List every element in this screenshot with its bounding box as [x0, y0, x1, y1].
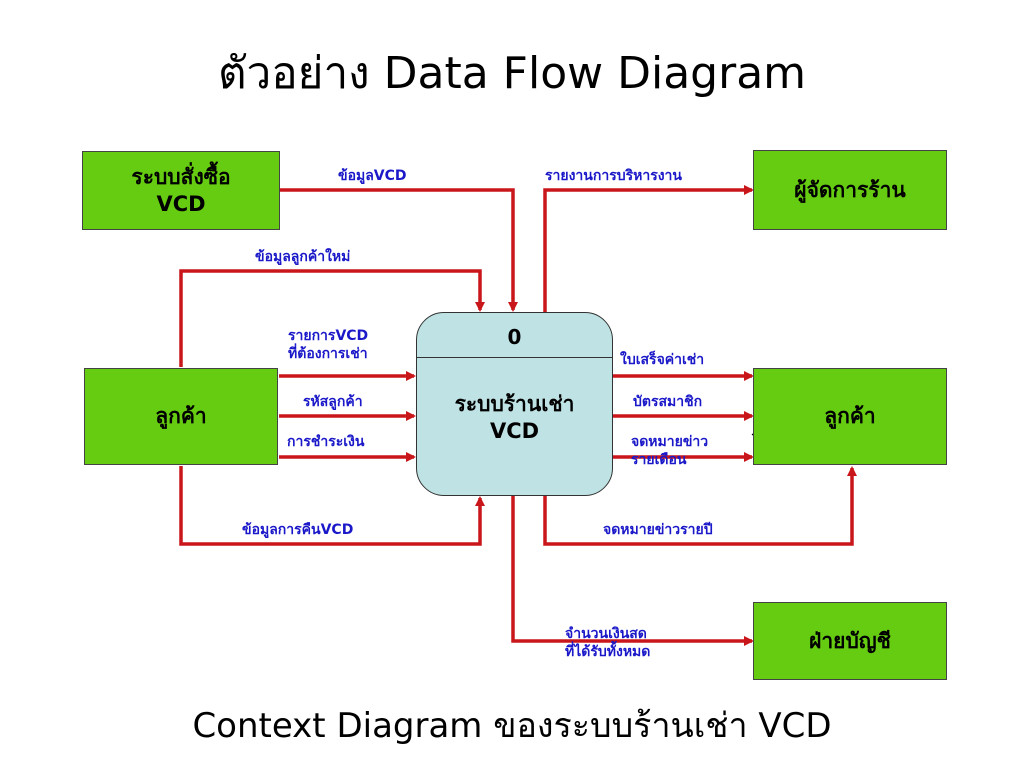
flow-line-management-report — [543, 185, 754, 312]
process-divider — [417, 357, 612, 358]
process-name-line1: ระบบร้านเช่า — [454, 392, 575, 416]
process-id: 0 — [507, 325, 522, 349]
entity-customer-left: ลูกค้า — [84, 368, 278, 465]
flow-label-monthly-news-line1: จดหมายข่าว — [631, 434, 709, 450]
flow-line-vcd-info — [280, 188, 518, 312]
entity-manager-label: ผู้จัดการร้าน — [794, 177, 906, 202]
flow-label-wanted-vcd: รายการVCD ที่ต้องการเช่า — [288, 328, 368, 363]
entity-customer-right-label: ลูกค้า — [824, 404, 876, 429]
entity-order-system: ระบบสั่งซื้อ VCD — [82, 151, 280, 230]
page-title: ตัวอย่าง Data Flow Diagram — [217, 48, 807, 99]
flow-label-customer-code: รหัสลูกค้า — [303, 394, 363, 410]
flow-line-new-customer-info — [179, 269, 485, 367]
entity-accounting-label: ฝ่ายบัญชี — [809, 628, 891, 653]
flow-label-yearly-newsletter: จดหมายข่าวรายปี — [603, 522, 713, 538]
flow-label-total-cash-line1: จำนวนเงินสด — [565, 626, 647, 642]
page-caption: Context Diagram ของระบบร้านเช่า VCD — [192, 706, 832, 746]
process-rental-system: 0 ระบบร้านเช่า VCD — [416, 312, 613, 496]
entity-order-system-line2: VCD — [156, 191, 206, 216]
flow-line-return-vcd-info — [179, 466, 485, 546]
entity-order-system-line1: ระบบสั่งซื้อ — [131, 165, 231, 190]
flow-label-monthly-news-line2: รายเดือน — [631, 451, 687, 468]
entity-customer-right: ลูกค้า — [753, 368, 947, 465]
flow-label-return-vcd-info: ข้อมูลการคืนVCD — [242, 522, 354, 538]
entity-accounting: ฝ่ายบัญชี — [753, 602, 947, 680]
entity-customer-left-label: ลูกค้า — [155, 404, 207, 429]
flow-label-new-customer-info: ข้อมูลลูกค้าใหม่ — [255, 249, 351, 265]
flow-label-monthly-news: จดหมายข่าว รายเดือน — [631, 434, 708, 469]
entity-manager: ผู้จัดการร้าน — [753, 150, 947, 230]
flow-label-rental-receipt: ใบเสร็จค่าเช่า — [620, 352, 705, 368]
flow-line-total-cash — [511, 496, 754, 646]
flow-label-vcd-info: ข้อมูลVCD — [338, 168, 407, 184]
flow-label-total-cash-line2: ที่ได้รับทั้งหมด — [565, 643, 651, 660]
flow-label-payment: การชำระเงิน — [287, 434, 365, 450]
flow-label-total-cash: จำนวนเงินสด ที่ได้รับทั้งหมด — [565, 626, 650, 661]
flow-label-management-report: รายงานการบริหารงาน — [545, 168, 682, 184]
process-name-line2: VCD — [489, 419, 540, 444]
flow-line-yearly-newsletter — [543, 466, 857, 546]
flow-label-member-card: บัตรสมาชิก — [633, 394, 703, 410]
flow-label-wanted-vcd-line1: รายการVCD — [288, 328, 369, 344]
flow-label-wanted-vcd-line2: ที่ต้องการเช่า — [288, 345, 368, 362]
process-name: ระบบร้านเช่า VCD — [417, 391, 612, 446]
